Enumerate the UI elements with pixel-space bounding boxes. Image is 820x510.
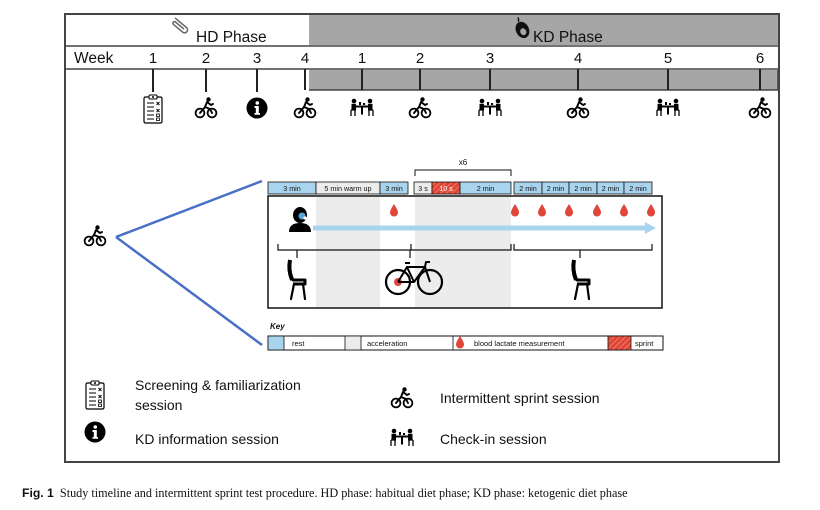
blood-drop-icon: [538, 204, 546, 217]
cyclist-icon: [83, 224, 107, 247]
info-icon: [246, 97, 268, 119]
protocol-segment-label: 2 min: [477, 184, 495, 193]
protocol-segment-label: 10 s: [439, 184, 453, 193]
clipboard-icon: [143, 94, 163, 124]
gas-mask-icon: [289, 207, 311, 232]
week-number: 2: [416, 50, 424, 67]
week-number: 3: [486, 50, 494, 67]
protocol-segment-label: 2 min: [574, 184, 592, 193]
warmup-zone: [316, 197, 380, 307]
bicycle-icon: [384, 261, 444, 296]
legend-checkin: Check-in session: [440, 431, 547, 447]
blood-drop-icon: [565, 204, 573, 217]
avocado-icon: [515, 17, 530, 39]
repeat-bracket: [414, 169, 512, 176]
key-label: blood lactate measurement: [474, 339, 565, 348]
chair-icon: [571, 258, 591, 301]
caption-text: Study timeline and intermittent sprint t…: [59, 486, 628, 500]
protocol-segment: [459, 181, 512, 195]
key-swatch: [267, 335, 285, 351]
legend-sprint: Intermittent sprint session: [440, 390, 600, 406]
blood-drop-icon: [511, 204, 519, 217]
key-label: rest: [292, 339, 305, 348]
kd-phase-band: [309, 15, 778, 45]
blood-drop-icon: [593, 204, 601, 217]
key-title: Key: [270, 322, 285, 331]
rest-bracket-left: [277, 244, 412, 251]
chair-icon: [287, 258, 307, 301]
protocol-segment: [379, 181, 409, 195]
cyclist-icon: [390, 386, 414, 409]
week-number: 3: [253, 50, 261, 67]
meeting-icon: [390, 428, 414, 447]
protocol-segment-label: 5 min warm up: [324, 184, 371, 193]
week-number: 6: [756, 50, 764, 67]
hd-phase-label: HD Phase: [196, 29, 267, 46]
week-number: 4: [574, 50, 582, 67]
key-swatch: [344, 335, 362, 351]
repeat-label: x6: [459, 158, 468, 167]
paperclip-icon: [172, 17, 189, 34]
cyclist-icon: [293, 96, 317, 119]
info-icon: [84, 421, 106, 443]
protocol-segment-label: 3 min: [385, 184, 403, 193]
fan-line-upper: [115, 179, 263, 239]
key-label: acceleration: [367, 339, 407, 348]
interval-zone: [415, 197, 511, 307]
week-number: 1: [358, 50, 366, 67]
protocol-segment-label: 2 min: [602, 184, 620, 193]
week-number: 5: [664, 50, 672, 67]
key-box: [267, 335, 664, 351]
protocol-segment-label: 2 min: [629, 184, 647, 193]
protocol-segment-label: 3 s: [418, 184, 428, 193]
figure-caption: Fig. 1 Study timeline and intermittent s…: [22, 486, 628, 501]
kd-timeline-band: [309, 70, 778, 90]
meeting-icon: [656, 98, 680, 117]
week-number: 1: [149, 50, 157, 67]
week-label: Week: [74, 50, 114, 67]
legend-screening: Screening & familiarization: [135, 377, 301, 393]
cyclist-icon: [194, 96, 218, 119]
week-number: 4: [301, 50, 309, 67]
meeting-icon: [350, 98, 374, 117]
figure-number: Fig. 1: [22, 486, 54, 500]
protocol-segment-label: 3 min: [283, 184, 301, 193]
legend-info: KD information session: [135, 431, 279, 447]
kd-phase-label: KD Phase: [533, 29, 603, 46]
blood-drop-icon: [620, 204, 628, 217]
protocol-segment: [623, 181, 653, 195]
fan-line-lower: [115, 235, 263, 347]
rest-bracket-right: [513, 244, 653, 251]
meeting-icon: [478, 98, 502, 117]
sprint-bracket: [411, 244, 512, 251]
protocol-segment-label: 2 min: [547, 184, 565, 193]
blood-drop-icon: [390, 204, 398, 217]
clipboard-icon: [85, 380, 105, 410]
cyclist-icon: [566, 96, 590, 119]
figure-frame: [64, 13, 780, 463]
blood-drop-icon: [647, 204, 655, 217]
key-swatch: [607, 335, 632, 351]
protocol-segment-label: 2 min: [519, 184, 537, 193]
protocol-box: [267, 195, 663, 309]
week-number: 2: [202, 50, 210, 67]
cyclist-icon: [748, 96, 772, 119]
legend-screening-cont: session: [135, 397, 182, 413]
key-label: sprint: [635, 339, 654, 348]
cyclist-icon: [408, 96, 432, 119]
